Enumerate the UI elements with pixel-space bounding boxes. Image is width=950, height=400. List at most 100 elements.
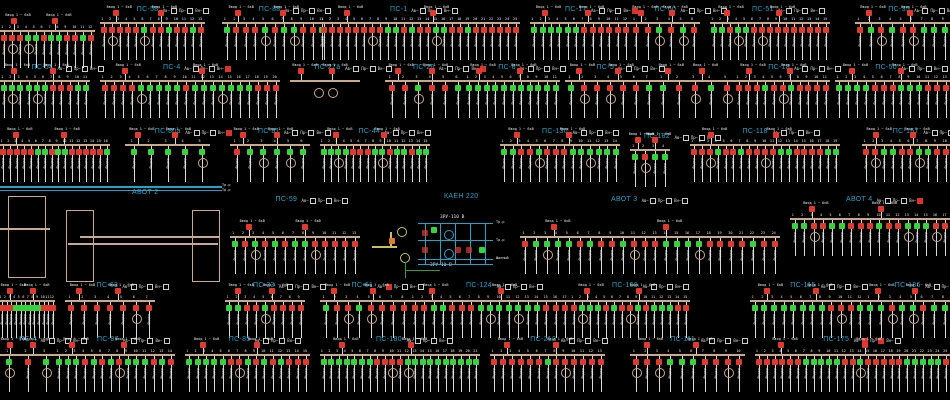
feeder-breaker-closed[interactable] xyxy=(173,27,180,33)
feeder-breaker-open[interactable] xyxy=(64,359,71,365)
flag-checkbox[interactable] xyxy=(845,284,852,290)
feeder-breaker-open[interactable] xyxy=(335,149,342,155)
feeder-breaker-open[interactable] xyxy=(232,241,238,247)
feeder-breaker-open[interactable] xyxy=(927,359,934,365)
transformer-icon[interactable] xyxy=(41,368,52,378)
substation-title[interactable]: АВОТ 4 xyxy=(846,196,873,203)
transformer-icon[interactable] xyxy=(251,250,261,260)
flag-checkbox[interactable] xyxy=(601,338,608,344)
substation-title[interactable]: ПС-51 xyxy=(752,6,774,13)
feeder-breaker-closed[interactable] xyxy=(312,241,318,247)
feeder-breaker-closed[interactable] xyxy=(408,149,415,155)
transformer-icon[interactable] xyxy=(691,94,701,104)
incomer-breaker[interactable] xyxy=(551,224,558,230)
incomer-breaker[interactable] xyxy=(112,10,119,16)
flag-checkbox[interactable] xyxy=(613,130,620,136)
transformer-icon[interactable] xyxy=(837,314,848,324)
feeder-breaker-closed[interactable] xyxy=(759,27,765,33)
feeder-breaker-open[interactable] xyxy=(931,27,938,33)
feeder-breaker-closed[interactable] xyxy=(553,359,560,365)
feeder-breaker-open[interactable] xyxy=(90,359,97,365)
feeder-breaker-closed[interactable] xyxy=(889,85,896,91)
substation-title[interactable]: ПС-180 xyxy=(376,336,402,343)
incomer-breaker[interactable] xyxy=(11,18,18,24)
flag-checkbox[interactable] xyxy=(342,198,349,204)
incomer-breaker[interactable] xyxy=(339,342,346,348)
transformer-icon[interactable] xyxy=(486,314,496,324)
flag-checkbox[interactable] xyxy=(861,284,868,290)
flag-checkbox[interactable] xyxy=(818,66,825,72)
feeder-breaker-open[interactable] xyxy=(565,241,572,247)
feeder-breaker-closed[interactable] xyxy=(579,359,586,365)
transformer-icon[interactable] xyxy=(217,94,228,104)
feeder-breaker-open[interactable] xyxy=(802,359,809,365)
feeder-breaker-closed[interactable] xyxy=(182,85,189,91)
flag-checkbox[interactable] xyxy=(704,8,711,14)
feeder-breaker-closed[interactable] xyxy=(793,149,800,155)
feeder-breaker-open[interactable] xyxy=(430,305,437,311)
flag-checkbox[interactable] xyxy=(922,8,929,14)
transformer-icon[interactable] xyxy=(23,44,34,54)
flag-checkbox[interactable] xyxy=(262,338,269,344)
feeder-breaker-open[interactable] xyxy=(62,149,69,155)
feeder-breaker-closed[interactable] xyxy=(342,241,348,247)
flag-checkbox[interactable] xyxy=(287,284,294,290)
feeder-breaker-open[interactable] xyxy=(73,359,80,365)
kaen-breaker[interactable] xyxy=(466,247,472,253)
feeder-breaker-closed[interactable] xyxy=(739,241,746,247)
flag-checkbox[interactable] xyxy=(226,130,233,136)
flag-checkbox[interactable] xyxy=(537,284,544,290)
transformer-icon[interactable] xyxy=(655,36,666,46)
feeder-breaker-open[interactable] xyxy=(260,149,267,155)
substation-title[interactable]: ПС-63 xyxy=(96,282,119,289)
feeder-breaker-open[interactable] xyxy=(920,27,927,33)
feeder-breaker-open[interactable] xyxy=(735,27,741,33)
feeder-breaker-closed[interactable] xyxy=(76,149,83,155)
transformer-icon[interactable] xyxy=(108,36,119,46)
feeder-breaker-open[interactable] xyxy=(679,27,686,33)
feeder-breaker-open[interactable] xyxy=(526,85,533,91)
incomer-breaker[interactable] xyxy=(274,132,280,138)
feeder-breaker-open[interactable] xyxy=(42,85,48,91)
feeder-breaker-closed[interactable] xyxy=(150,359,157,365)
flag-checkbox[interactable] xyxy=(203,8,210,14)
flag-checkbox[interactable] xyxy=(504,284,511,290)
feeder-breaker-closed[interactable] xyxy=(899,27,906,33)
feeder-breaker-open[interactable] xyxy=(544,85,551,91)
feeder-breaker-closed[interactable] xyxy=(350,149,356,155)
flag-checkbox[interactable] xyxy=(192,66,199,72)
substation-title[interactable]: ПС-87 xyxy=(97,336,119,343)
feeder-breaker-closed[interactable] xyxy=(14,149,21,155)
feeder-breaker-closed[interactable] xyxy=(607,85,613,91)
transformer-icon[interactable] xyxy=(758,36,768,46)
feeder-breaker-open[interactable] xyxy=(55,149,62,155)
substation-title[interactable]: ПС-20 xyxy=(413,64,435,71)
flag-checkbox[interactable] xyxy=(292,8,299,14)
flag-checkbox[interactable] xyxy=(418,284,425,290)
feeder-breaker-open[interactable] xyxy=(889,149,896,155)
feeder-breaker-open[interactable] xyxy=(552,85,559,91)
feeder-breaker-closed[interactable] xyxy=(197,27,204,33)
feeder-breaker-closed[interactable] xyxy=(233,27,240,33)
feeder-breaker-open[interactable] xyxy=(833,149,840,155)
feeder-breaker-closed[interactable] xyxy=(799,27,805,33)
feeder-breaker-closed[interactable] xyxy=(332,241,338,247)
feeder-breaker-open[interactable] xyxy=(281,27,288,33)
incomer-breaker[interactable] xyxy=(6,342,13,348)
feeder-breaker-closed[interactable] xyxy=(282,241,288,247)
incomer-breaker[interactable] xyxy=(848,68,855,74)
feeder-breaker-open[interactable] xyxy=(799,305,806,311)
feeder-breaker-open[interactable] xyxy=(236,85,243,91)
feeder-breaker-open[interactable] xyxy=(42,359,49,365)
feeder-breaker-closed[interactable] xyxy=(8,35,15,41)
feeder-breaker-closed[interactable] xyxy=(667,27,674,33)
feeder-breaker-closed[interactable] xyxy=(361,27,367,33)
incomer-breaker[interactable] xyxy=(878,206,884,212)
feeder-breaker-open[interactable] xyxy=(141,27,148,33)
transformer-icon[interactable] xyxy=(561,368,572,378)
flag-checkbox[interactable] xyxy=(353,66,360,72)
transformer-icon[interactable] xyxy=(578,314,588,324)
feeder-breaker-open[interactable] xyxy=(351,359,358,365)
feeder-breaker-open[interactable] xyxy=(904,223,911,229)
